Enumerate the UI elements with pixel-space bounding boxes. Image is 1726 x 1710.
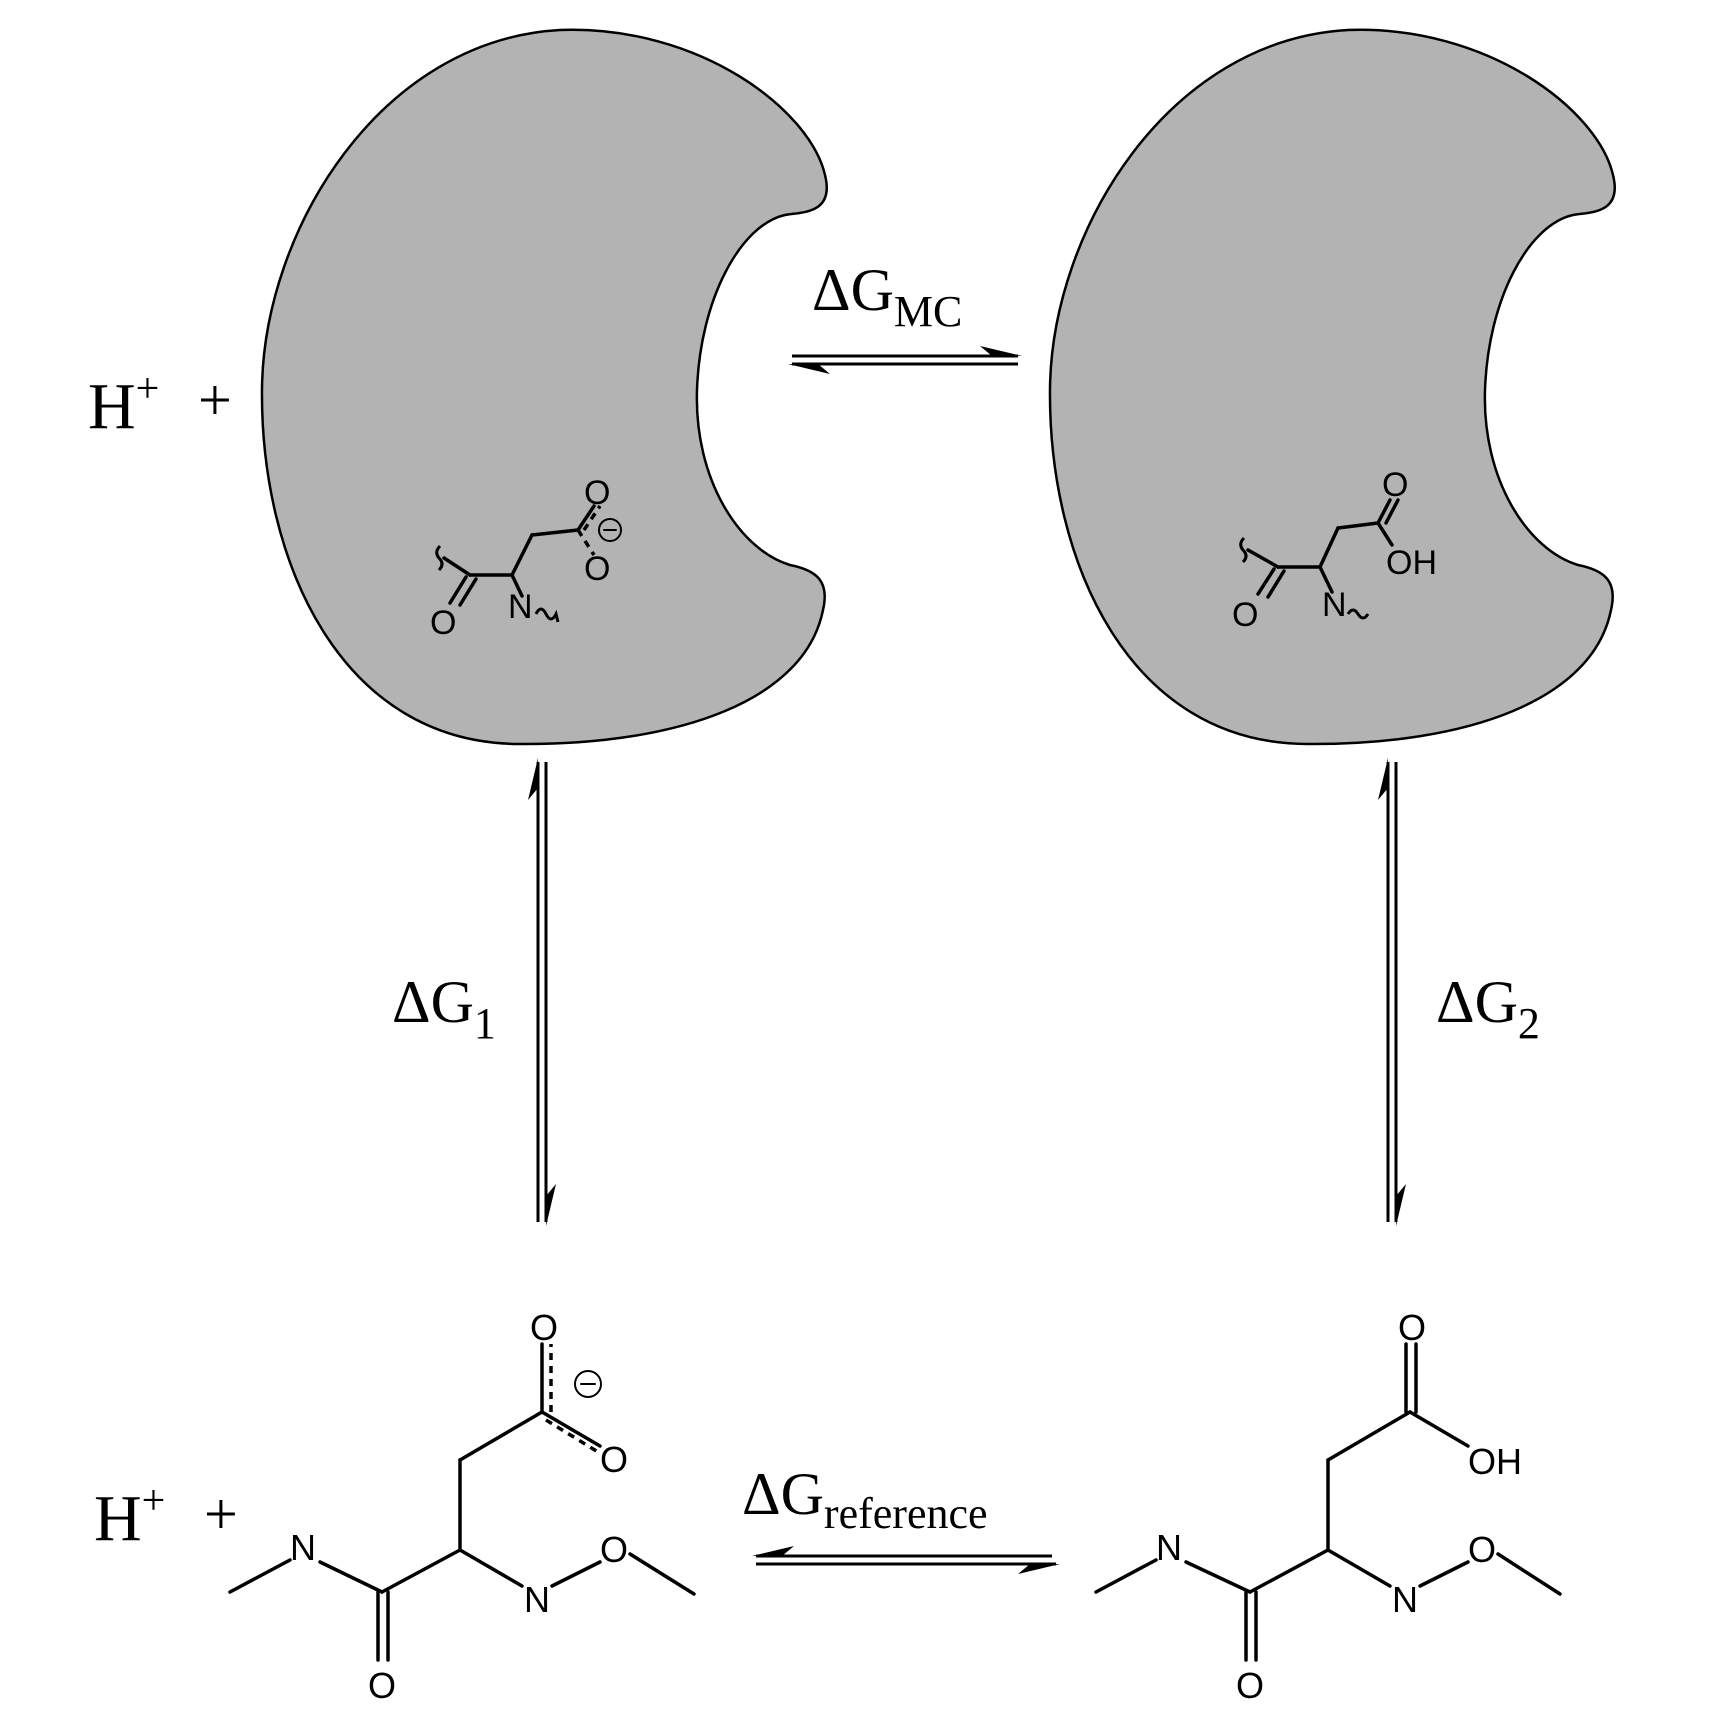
carboxylate-oxygen: O [584,474,610,512]
carbonyl-oxygen: O [1236,1665,1264,1706]
carbonyl-oxygen: O [368,1665,396,1706]
delta-g-1-label: ΔG1 [392,969,496,1048]
amide-nitrogen: N [1156,1527,1182,1568]
delta-g-reference-label: ΔGreference [742,1461,988,1538]
arrowhead-icon [1396,1184,1406,1226]
amide-nitrogen: N [290,1527,316,1568]
backbone-squiggle [435,544,444,572]
backbone-squiggle [1346,608,1370,620]
ether-oxygen: O [1468,1529,1496,1570]
carbonyl-oxygen: O [1232,596,1258,634]
delta-g-2-label: ΔG2 [1436,969,1540,1048]
plus-sign: + [198,367,232,433]
aspartate-residue-protonated: O N O OH [1232,466,1437,634]
carboxylate-oxygen: O [530,1307,558,1348]
top-left-state: H+ + O N O O [88,28,829,746]
carboxylate-oxygen: O [600,1439,628,1480]
model-compound-deprotonated: N O O O N O [228,1307,696,1706]
proton-label: H+ [88,366,159,443]
delta-g-mc-label: ΔGMC [812,257,962,336]
proton-label: H+ [94,1478,165,1555]
carboxylate-oxygen: O [584,550,610,588]
backbone-squiggle [1239,536,1248,564]
aspartate-residue-deprotonated: O N O O [430,474,622,642]
carboxyl-hydroxyl: OH [1386,544,1437,582]
arrowhead-icon [752,1546,794,1556]
bottom-left-state: H+ + N O O O N O [94,1307,696,1706]
arrowhead-icon [546,1184,556,1226]
carboxyl-hydroxyl: OH [1468,1441,1522,1482]
carboxyl-oxygen: O [1398,1307,1426,1348]
plus-sign: + [204,1481,238,1547]
arrowhead-icon [980,346,1022,356]
amide-nitrogen: N [508,588,533,626]
arrowhead-icon [528,758,538,800]
carboxyl-oxygen: O [1382,466,1408,504]
carbonyl-oxygen: O [430,604,456,642]
protein-shape [260,28,829,746]
equilibrium-top: ΔGMC [788,257,1022,374]
arrowhead-icon [1018,1564,1060,1574]
arrowhead-icon [1378,758,1388,800]
equilibrium-left: ΔG1 [392,758,556,1226]
protein-shape [1048,28,1617,746]
bottom-right-state: N O O OH N O [1094,1307,1562,1706]
negative-charge-icon [574,1370,602,1398]
amide-nitrogen: N [1322,586,1347,624]
model-compound-protonated: N O O OH N O [1094,1307,1562,1706]
backbone-squiggle [534,607,560,623]
top-right-state: O N O OH [1048,28,1617,746]
equilibrium-bottom: ΔGreference [742,1461,1060,1574]
arrowhead-icon [788,364,830,374]
hydroxylamine-nitrogen: N [1392,1579,1418,1620]
ether-oxygen: O [600,1529,628,1570]
hydroxylamine-nitrogen: N [524,1579,550,1620]
equilibrium-right: ΔG2 [1378,758,1540,1226]
negative-charge-icon [598,518,622,542]
